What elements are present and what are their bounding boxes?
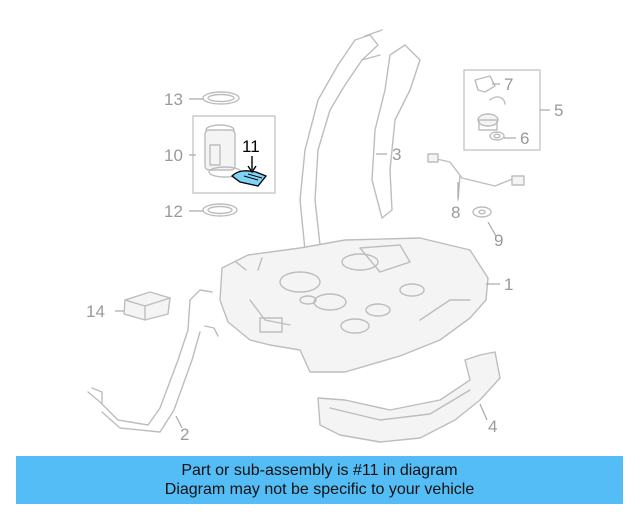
part-13-lock-ring[interactable] — [202, 91, 240, 105]
callout-13: 13 — [164, 90, 183, 109]
callout-5: 5 — [554, 101, 563, 120]
banner-line-1: Part or sub-assembly is #11 in diagram — [181, 462, 458, 479]
callout-1: 1 — [504, 275, 513, 294]
part-7-clip[interactable] — [474, 75, 506, 105]
part-11-fuel-line-highlight[interactable] — [231, 170, 268, 187]
part-2-tank-strap[interactable] — [87, 289, 219, 433]
fuel-pump-module[interactable] — [204, 124, 242, 178]
callout-4: 4 — [488, 417, 497, 436]
callout-11: 11 — [242, 137, 260, 156]
part-5-valve[interactable] — [477, 113, 499, 131]
part-8-harness[interactable] — [427, 153, 525, 201]
part-4-heat-shield[interactable] — [317, 351, 501, 443]
callout-14: 14 — [86, 302, 105, 321]
callout-6: 6 — [520, 129, 529, 148]
callout-12: 12 — [164, 202, 183, 221]
part-1-fuel-tank[interactable] — [219, 237, 489, 373]
part-3-filler-pipe[interactable] — [299, 29, 421, 251]
part-14-control-module[interactable] — [123, 291, 171, 321]
banner-line-2: Diagram may not be specific to your vehi… — [164, 481, 475, 498]
parts-diagram: 13 10 11 12 3 7 5 6 8 9 1 14 2 4 — [86, 29, 563, 444]
part-6-grommet[interactable] — [489, 131, 505, 141]
callout-8: 8 — [451, 203, 460, 222]
callout-9: 9 — [494, 231, 503, 250]
part-12-seal-ring[interactable] — [202, 203, 238, 217]
callout-2: 2 — [180, 425, 189, 444]
callout-3: 3 — [392, 145, 401, 164]
part-9-grommet[interactable] — [472, 206, 492, 218]
info-banner: Part or sub-assembly is #11 in diagram D… — [16, 456, 623, 504]
callout-7: 7 — [504, 75, 513, 94]
callout-10: 10 — [164, 146, 183, 165]
